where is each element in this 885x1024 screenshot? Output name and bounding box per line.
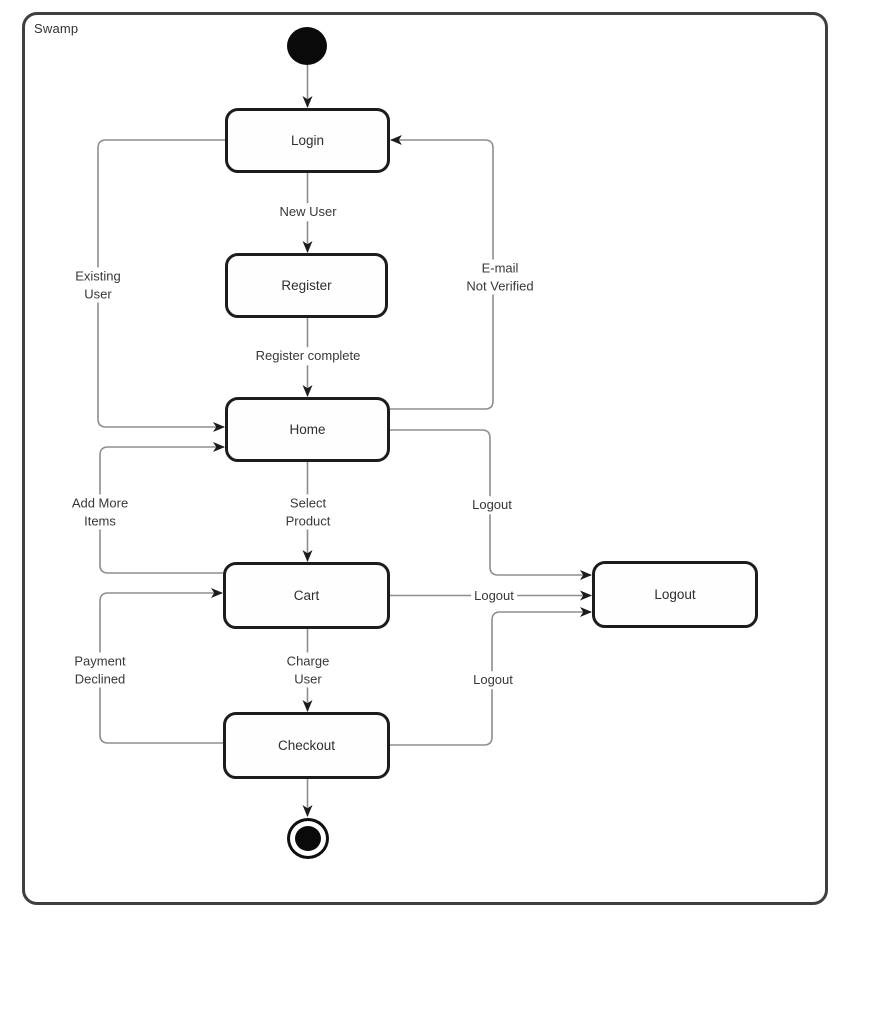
- edge-label-charge-user: Charge User: [283, 652, 333, 688]
- edge-label-add-more-items: Add More Items: [68, 494, 132, 530]
- edge-label-logout-from-checkout: Logout: [470, 671, 516, 689]
- diagram-title: Swamp: [34, 21, 79, 36]
- edge-label-email-not-verified: E-mail Not Verified: [463, 259, 537, 295]
- state-checkout: Checkout: [223, 712, 390, 779]
- final-state-node: [287, 818, 329, 859]
- state-logout: Logout: [592, 561, 758, 628]
- state-login: Login: [225, 108, 390, 173]
- edge-label-logout-from-cart: Logout: [471, 587, 517, 605]
- state-home-label: Home: [289, 422, 326, 437]
- state-register: Register: [225, 253, 388, 318]
- edge-label-new-user: New User: [276, 203, 340, 221]
- edge-label-payment-declined: Payment Declined: [71, 652, 129, 688]
- edge-label-select-product: Select Product: [282, 494, 334, 530]
- state-cart: Cart: [223, 562, 390, 629]
- diagram-frame: [22, 12, 828, 905]
- state-login-label: Login: [290, 133, 325, 148]
- edge-label-logout-from-home: Logout: [469, 496, 515, 514]
- state-checkout-label: Checkout: [277, 738, 336, 753]
- state-home: Home: [225, 397, 390, 462]
- final-state-core: [295, 826, 321, 851]
- initial-state-node: [287, 27, 327, 65]
- state-cart-label: Cart: [293, 588, 320, 603]
- state-logout-label: Logout: [654, 587, 696, 602]
- edge-label-existing-user: Existing User: [72, 267, 124, 303]
- edge-label-register-complete: Register complete: [252, 347, 364, 365]
- state-register-label: Register: [281, 278, 332, 293]
